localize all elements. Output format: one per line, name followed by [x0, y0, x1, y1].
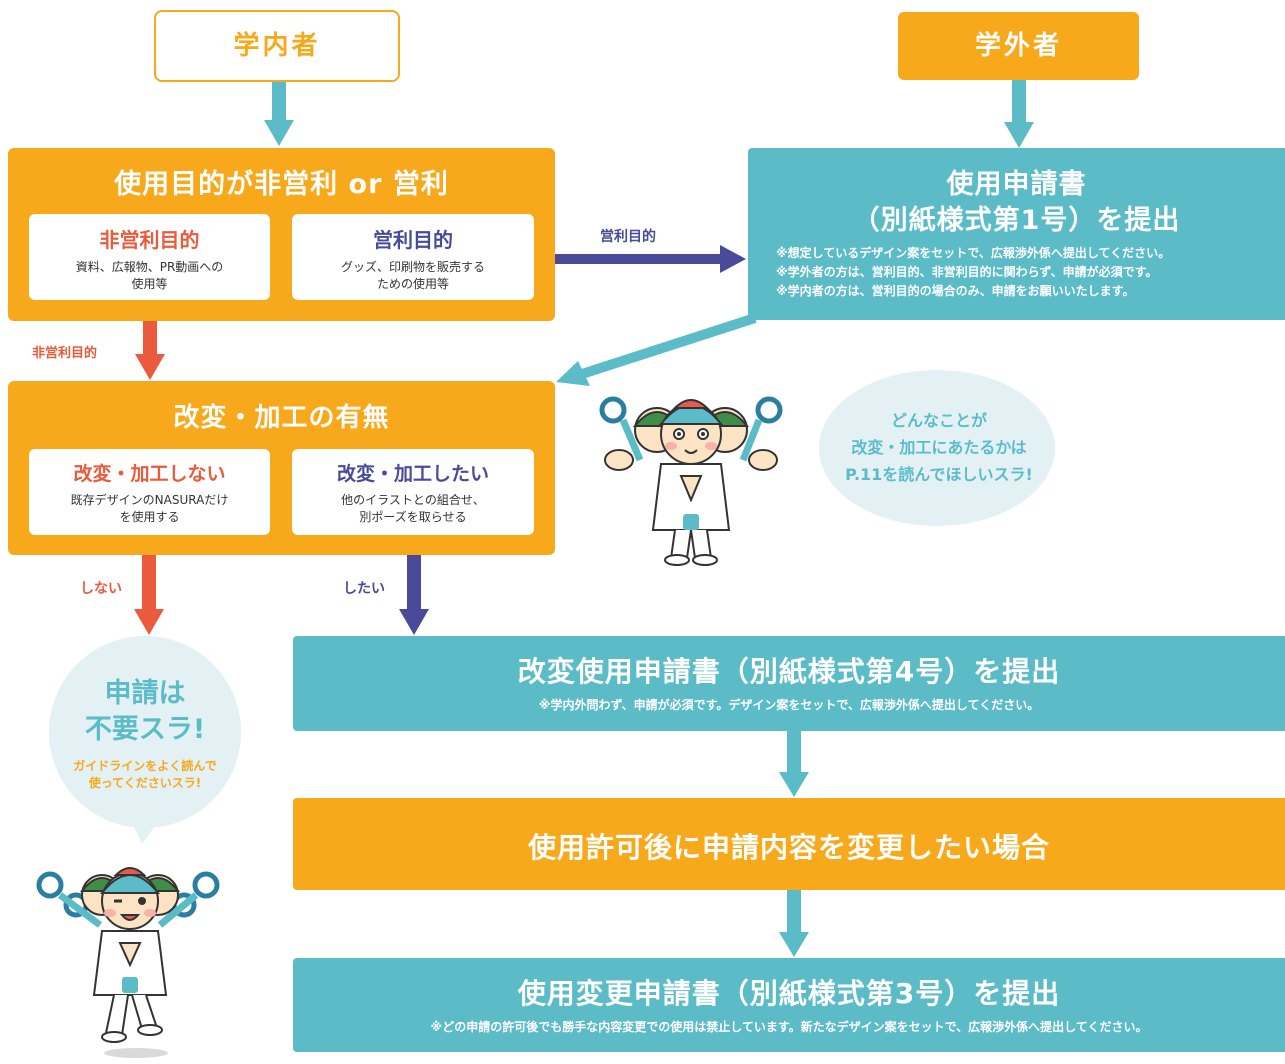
modification-card: 改変・加工したい 他のイラストとの組合せ、 別ポーズを取らせる	[292, 449, 534, 535]
bubble-left-big-line: 申請は	[104, 678, 186, 709]
arrow-external-to-application1	[1004, 80, 1034, 148]
change-request-title: 使用許可後に申請内容を変更したい場合	[527, 831, 1050, 864]
profit-arrow-label: 営利目的	[600, 229, 656, 245]
bubble-left-big-line: 不要スラ!	[84, 714, 206, 745]
mascot-praying-icon	[599, 396, 783, 566]
bubble-right-line: P.11を読んでほしいスラ!	[845, 465, 1033, 484]
bubble-right-line: 改変・加工にあたるかは	[851, 438, 1027, 457]
bubble-right-line: どんなことが	[890, 411, 987, 430]
application3-note: ※どの申請の許可後でも勝手な内容変更での使用は禁止しています。新たなデザイン案を…	[430, 1020, 1148, 1034]
nonprofit-desc-line1: 資料、広報物、PR動画への	[75, 260, 224, 274]
no-modification-desc-line1: 既存デザインのNASURAだけ	[70, 493, 229, 507]
internal-user-label: 学内者	[233, 31, 321, 61]
profit-card: 営利目的 グッズ、印刷物を販売する ための使用等	[292, 214, 534, 300]
bubble-left-small-line: 使ってくださいスラ!	[88, 776, 202, 790]
profit-desc-line1: グッズ、印刷物を販売する	[340, 260, 485, 274]
arrow-internal-to-purpose	[264, 82, 294, 146]
arrow-app4-to-change	[779, 731, 809, 797]
profit-desc-line2: ための使用等	[376, 277, 449, 291]
external-user-box: 学外者	[898, 12, 1139, 80]
external-user-label: 学外者	[974, 31, 1062, 61]
application1-title-line2: （別紙様式第1号）を提出	[852, 205, 1181, 236]
modification-desc-line2: 別ポーズを取らせる	[359, 510, 467, 524]
nonprofit-arrow-label: 非営利目的	[32, 346, 98, 361]
nonprofit-title: 非営利目的	[99, 228, 200, 252]
purpose-box: 使用目的が非営利 or 営利 非営利目的 資料、広報物、PR動画への 使用等 営…	[8, 148, 555, 321]
speech-bubble-left: 申請は 不要スラ! ガイドラインをよく読んで 使ってくださいスラ!	[40, 676, 250, 792]
arrow-nonprofit-to-modification	[135, 320, 165, 380]
no-modification-title: 改変・加工しない	[73, 463, 226, 485]
speech-bubble-right-shape	[819, 370, 1055, 526]
speech-bubble-left-shape	[49, 636, 241, 844]
application1-note: ※想定しているデザイン案をセットで、広報渉外係へ提出してください。	[776, 246, 1171, 260]
internal-user-box: 学内者	[154, 10, 400, 82]
application1-box: 使用申請書 （別紙様式第1号）を提出 ※想定しているデザイン案をセットで、広報渉…	[748, 148, 1285, 320]
no-arrow-label: しない	[80, 581, 122, 597]
application1-notes: ※想定しているデザイン案をセットで、広報渉外係へ提出してください。 ※学外者の方…	[776, 244, 1170, 301]
arrow-application1-to-modification	[556, 313, 757, 386]
application3-box: 使用変更申請書（別紙様式第3号）を提出 ※どの申請の許可後でも勝手な内容変更での…	[293, 958, 1285, 1052]
speech-bubble-right: どんなことが 改変・加工にあたるかは P.11を読んでほしいスラ!	[837, 407, 1041, 488]
application1-title-line1: 使用申請書	[946, 169, 1087, 200]
arrow-no-modification	[134, 555, 164, 635]
arrow-yes-modification	[399, 537, 429, 635]
application1-note: ※学外者の方は、営利目的、非営利目的に関わらず、申請が必須です。	[776, 265, 1158, 279]
modification-card-title: 改変・加工したい	[336, 463, 489, 485]
no-modification-desc-line2: を使用する	[119, 510, 180, 524]
purpose-title: 使用目的が非営利 or 営利	[114, 169, 449, 200]
no-modification-card: 改変・加工しない 既存デザインのNASURAだけ を使用する	[29, 449, 270, 535]
application4-title: 改変使用申請書（別紙様式第4号）を提出	[517, 655, 1061, 688]
application4-box: 改変使用申請書（別紙様式第4号）を提出 ※学内外問わず、申請が必須です。デザイン…	[293, 636, 1285, 731]
application3-title: 使用変更申請書（別紙様式第3号）を提出	[517, 977, 1061, 1010]
modification-title: 改変・加工の有無	[173, 403, 390, 433]
yes-arrow-label: したい	[343, 581, 385, 597]
change-request-box: 使用許可後に申請内容を変更したい場合	[293, 798, 1285, 890]
arrow-change-to-app3	[779, 890, 809, 957]
application4-note: ※学内外問わず、申請が必須です。デザイン案をセットで、広報渉外係へ提出してくださ…	[538, 698, 1040, 712]
modification-desc-line1: 他のイラストとの組合せ、	[341, 493, 485, 507]
bubble-left-small-line: ガイドラインをよく読んで	[73, 759, 217, 773]
arrow-profit-to-application1	[533, 245, 746, 273]
profit-title: 営利目的	[373, 228, 453, 252]
nonprofit-card: 非営利目的 資料、広報物、PR動画への 使用等	[29, 214, 270, 300]
mascot-cheering-icon	[36, 867, 220, 1058]
nonprofit-desc-line2: 使用等	[131, 277, 168, 291]
application1-note: ※学内者の方は、営利目的の場合のみ、申請をお願いいたします。	[776, 284, 1135, 298]
modification-box: 改変・加工の有無 改変・加工しない 既存デザインのNASURAだけ を使用する …	[8, 381, 555, 555]
